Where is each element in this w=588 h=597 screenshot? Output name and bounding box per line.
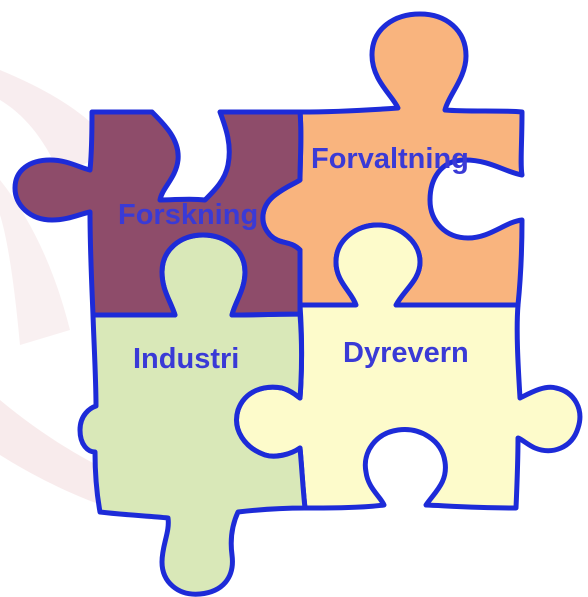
puzzle-piece-forskning-label: Forskning [118,199,258,231]
puzzle-piece-forskning-shape [12,109,304,318]
puzzle-piece-dyrevern: Dyrevern [234,222,583,511]
puzzle-piece-industri-label: Industri [133,343,239,375]
puzzle-piece-dyrevern-label: Dyrevern [343,337,469,369]
puzzle-piece-forskning: Forskning [12,109,304,318]
puzzle-piece-industri: Industri [77,232,308,597]
puzzle-piece-forvaltning-label: Forvaltning [311,143,469,175]
